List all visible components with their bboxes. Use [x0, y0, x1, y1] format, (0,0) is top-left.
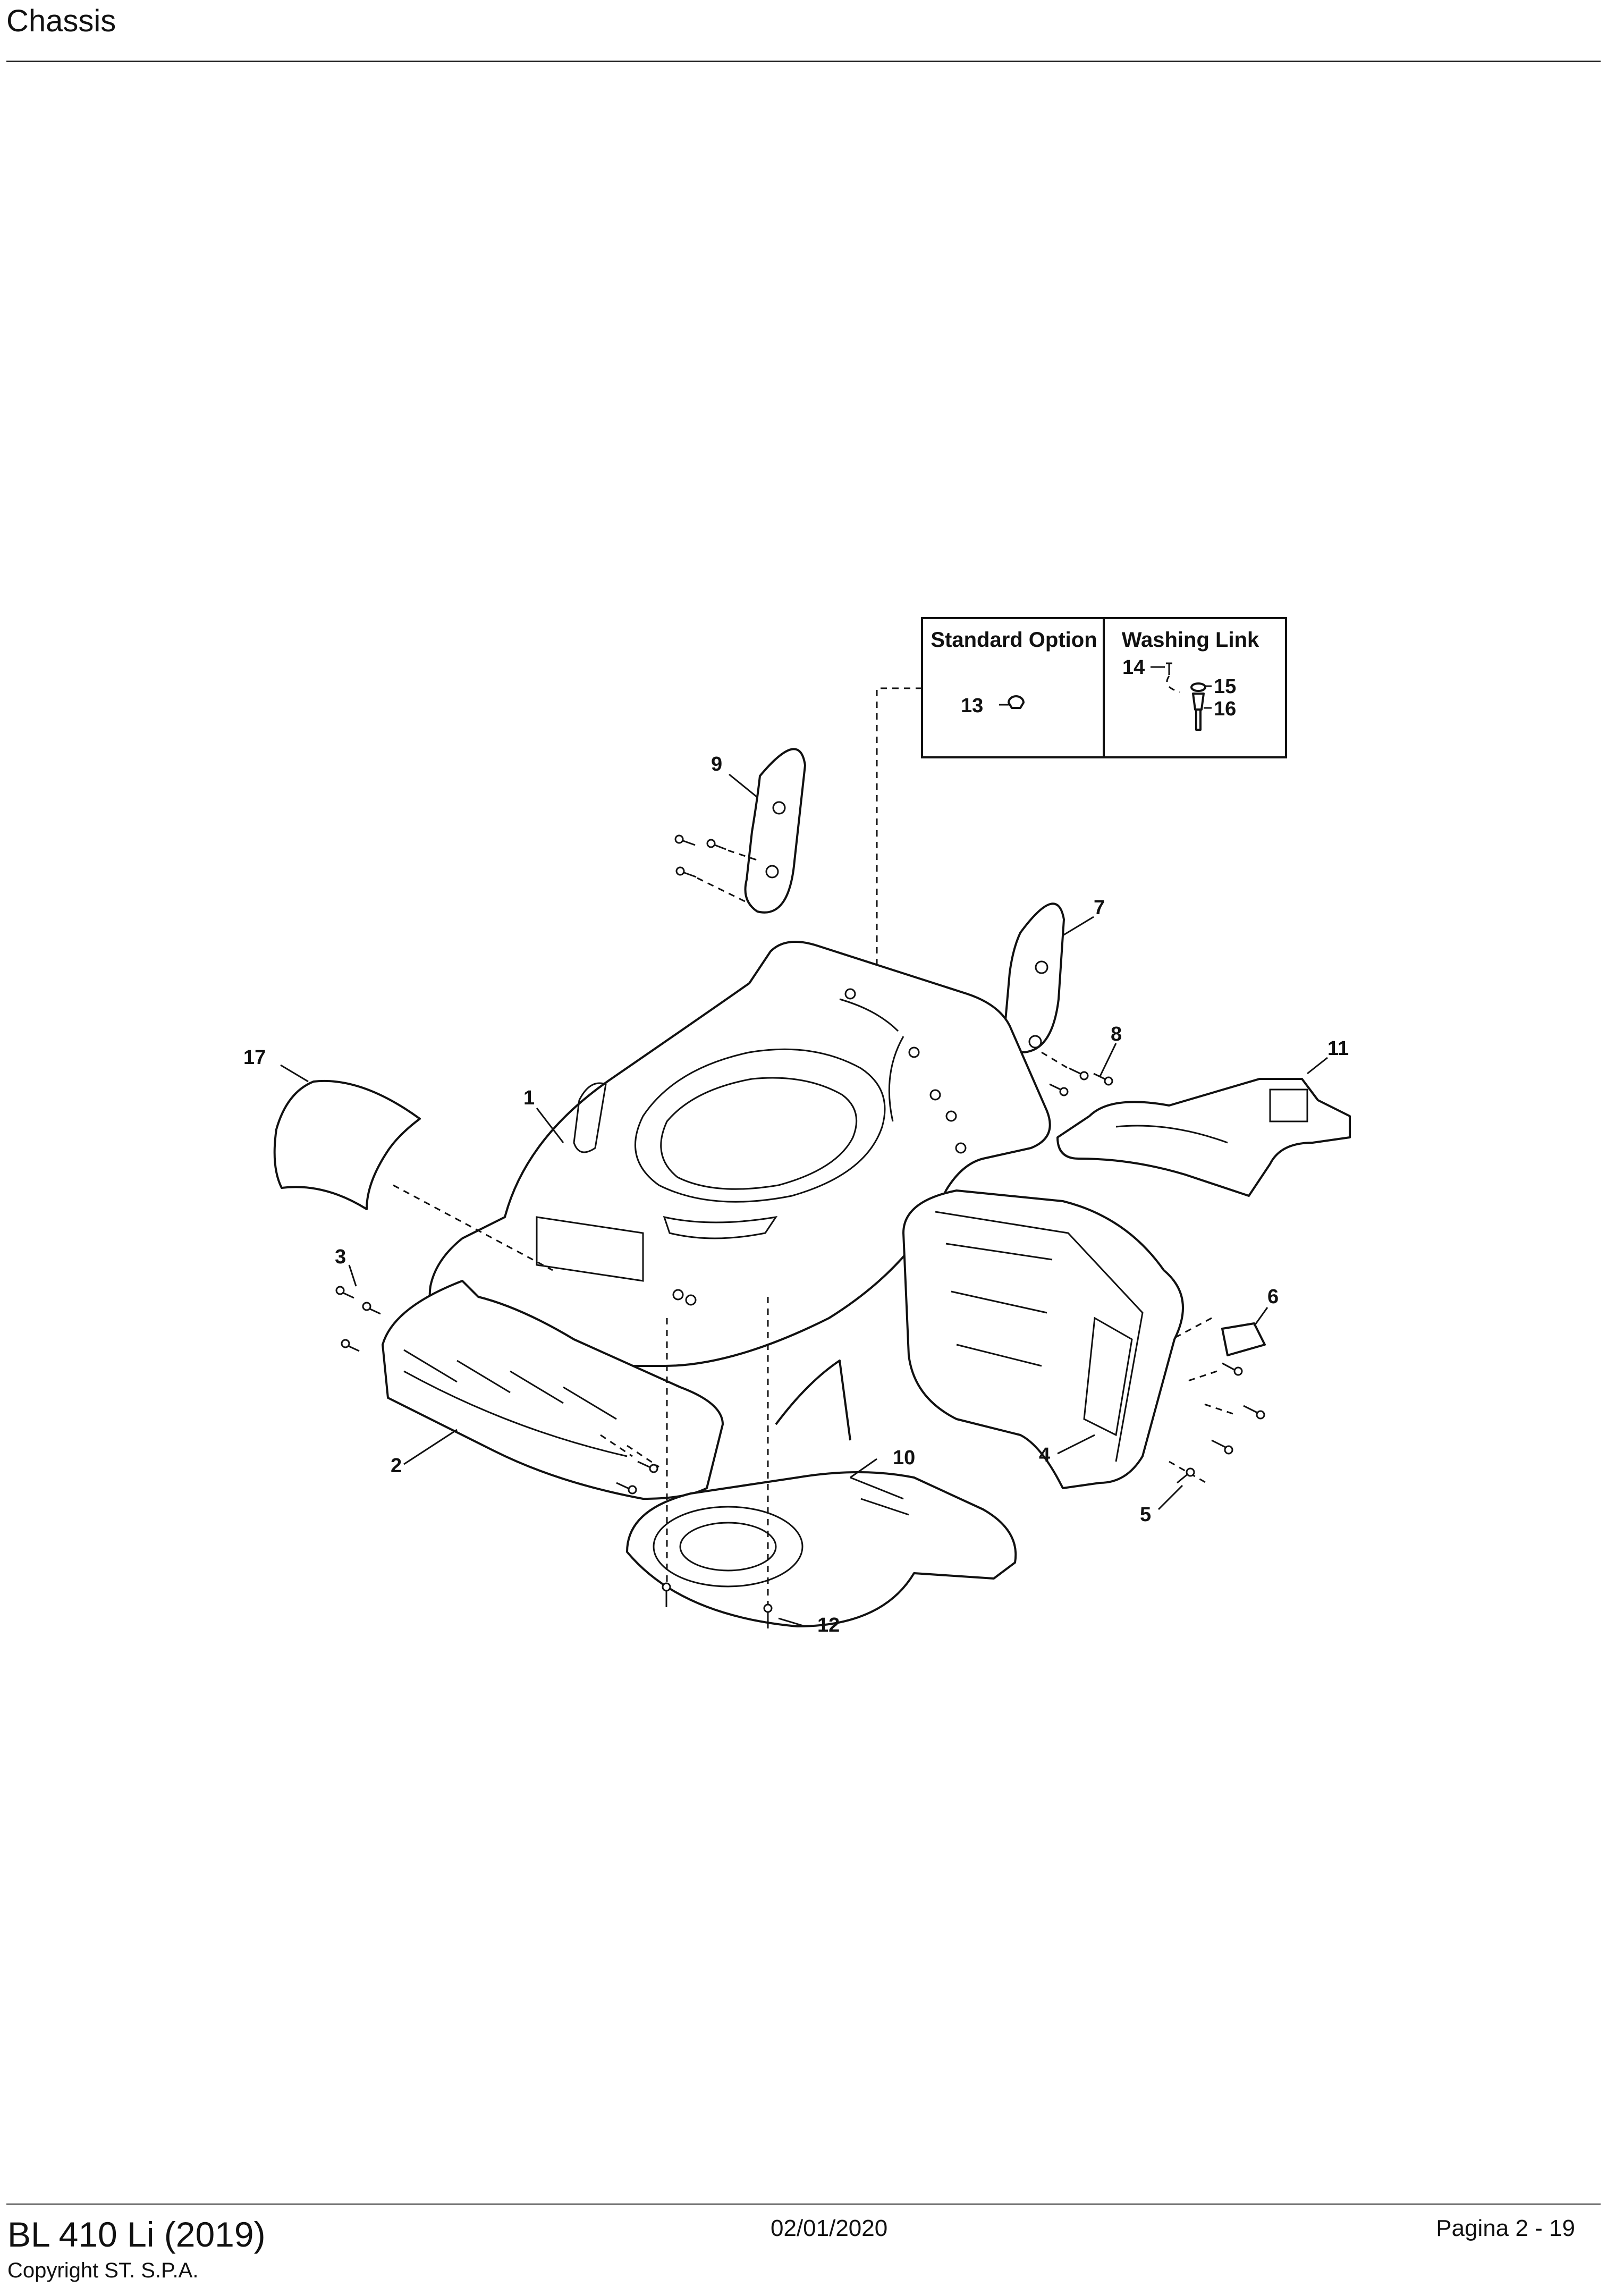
callout-labels: 1 2 3 4 5 6 7 8 9 10 11 12 13 14 15 16 1… — [243, 656, 1349, 1636]
header-divider — [6, 61, 1601, 62]
washing-washer-icon — [1190, 682, 1206, 692]
bumper-screws — [335, 1286, 659, 1495]
option-inset-box: Standard Option Washing Link — [921, 617, 1287, 758]
blade-guard-deflector — [626, 1360, 1017, 1627]
rear-cover-bracket — [1056, 1078, 1351, 1197]
rear-left-bracket — [744, 748, 806, 914]
callout-16: 16 — [1214, 698, 1236, 720]
frame-screws — [1169, 1317, 1265, 1484]
callout-13: 13 — [961, 695, 983, 717]
latch-clip — [1221, 1322, 1266, 1356]
footer-model: BL 410 Li (2019) — [7, 2215, 266, 2254]
callout-10: 10 — [893, 1447, 915, 1469]
footer-page-number: Pagina 2 - 19 — [1436, 2215, 1575, 2241]
callout-5: 5 — [1140, 1504, 1151, 1526]
bracket-screws-right — [1041, 1051, 1113, 1096]
callout-17: 17 — [243, 1046, 266, 1069]
bracket-screws-left — [674, 834, 760, 905]
washing-connector-icon — [1192, 693, 1205, 731]
standard-option-header: Standard Option — [931, 628, 1097, 652]
exploded-parts-diagram: Standard Option Washing Link — [243, 617, 1351, 1636]
callout-6: 6 — [1267, 1286, 1279, 1308]
callout-9: 9 — [711, 753, 722, 775]
callout-14: 14 — [1122, 656, 1145, 679]
page-title: Chassis — [6, 4, 116, 38]
mower-deck — [428, 941, 1051, 1367]
inset-reference-line — [876, 687, 922, 1105]
front-bumper — [382, 1280, 724, 1500]
deck-label-sticker — [273, 1079, 421, 1210]
plug-cap-icon — [1008, 695, 1025, 709]
rear-right-bracket — [1004, 902, 1065, 1053]
callout-8: 8 — [1111, 1023, 1122, 1045]
washing-link-header: Washing Link — [1122, 628, 1259, 652]
callout-7: 7 — [1094, 897, 1105, 919]
callout-4: 4 — [1039, 1444, 1050, 1466]
footer-date: 02/01/2020 — [771, 2215, 888, 2241]
callout-1: 1 — [523, 1087, 535, 1109]
callout-11: 11 — [1327, 1037, 1349, 1060]
footer-copyright: Copyright ST. S.P.A. — [7, 2259, 199, 2282]
guard-screws — [662, 1297, 773, 1628]
washing-screw-icon — [1166, 662, 1172, 675]
footer-divider — [6, 2204, 1601, 2205]
callout-2: 2 — [391, 1455, 402, 1477]
callout-leaders — [280, 773, 1328, 1627]
callout-15: 15 — [1214, 676, 1236, 698]
callout-3: 3 — [335, 1246, 346, 1268]
rear-discharge-frame — [902, 1189, 1184, 1489]
callout-12: 12 — [817, 1614, 840, 1636]
